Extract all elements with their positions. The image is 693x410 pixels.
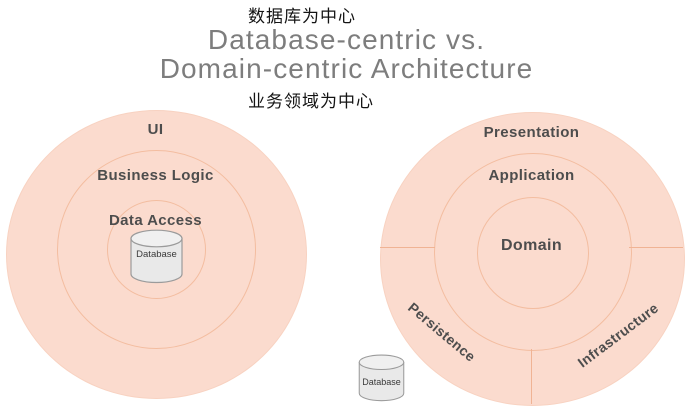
domain-layer-label: Domain xyxy=(500,237,563,254)
outer-ring-left-divider xyxy=(380,247,435,248)
external-database-cylinder-icon: Database xyxy=(358,354,405,402)
database-cylinder-shape xyxy=(358,354,405,402)
business-logic-layer-label: Business Logic xyxy=(97,167,214,184)
ui-layer-label: UI xyxy=(147,121,164,138)
outer-ring-right-divider xyxy=(629,247,683,248)
right-middle-circle-application-layer xyxy=(434,153,632,351)
page-title-line-2: Domain-centric Architecture xyxy=(159,53,534,84)
left-inner-circle-data-access-layer xyxy=(107,200,206,299)
database-label: Database xyxy=(362,377,401,387)
data-access-layer-label: Data Access xyxy=(108,212,203,229)
left-middle-circle-business-logic-layer xyxy=(57,150,256,349)
database-centric-chinese-caption: 数据库为中心 xyxy=(248,7,356,26)
database-cylinder-shape xyxy=(130,229,183,284)
right-inner-circle-domain-layer xyxy=(477,197,589,309)
database-label: Database xyxy=(136,249,177,260)
database-cylinder-icon: Database xyxy=(130,229,183,284)
outer-ring-bottom-divider xyxy=(531,349,532,404)
presentation-layer-label: Presentation xyxy=(483,124,580,141)
application-layer-label: Application xyxy=(488,167,575,184)
domain-centric-chinese-caption: 业务领域为中心 xyxy=(248,92,374,111)
page-title: Database-centric vs. Domain-centric Arch… xyxy=(0,25,693,83)
page-title-line-1: Database-centric vs. xyxy=(207,24,486,55)
